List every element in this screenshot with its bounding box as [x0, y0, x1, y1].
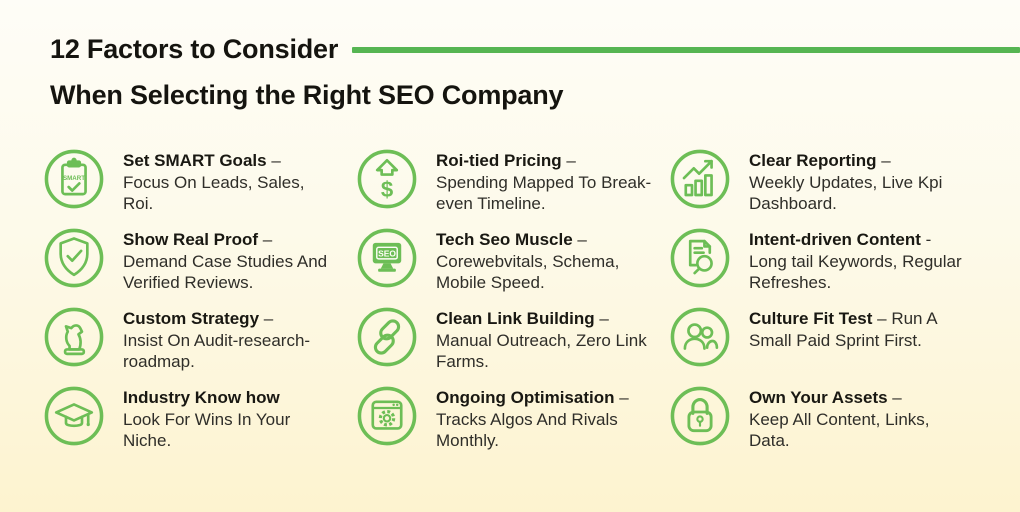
growth-chart-icon: [670, 149, 730, 209]
factor-item-own-assets: Own Your Assets – Keep All Content, Link…: [668, 384, 1020, 463]
browser-gear-icon: [357, 386, 417, 446]
seo-monitor-icon: SEO: [357, 228, 417, 288]
svg-text:SEO: SEO: [378, 249, 396, 259]
factor-text: Clean Link Building – Manual Outreach, Z…: [436, 309, 647, 371]
factor-text: Show Real Proof – Demand Case Studies An…: [123, 230, 328, 292]
factor-item-link-building: Clean Link Building – Manual Outreach, Z…: [355, 305, 668, 384]
page-subtitle: When Selecting the Right SEO Company: [50, 80, 564, 111]
svg-text:SMART: SMART: [63, 175, 85, 182]
chain-link-icon: [357, 307, 417, 367]
factor-text: Own Your Assets – Keep All Content, Link…: [749, 388, 930, 450]
smart-clipboard-icon: SMART: [44, 149, 104, 209]
header: 12 Factors to Consider When Selecting th…: [0, 0, 1020, 111]
factor-item-ongoing-optimisation: Ongoing Optimisation – Tracks Algos And …: [355, 384, 668, 463]
chess-knight-icon: [44, 307, 104, 367]
people-icon: [670, 307, 730, 367]
graduation-cap-icon: [44, 386, 104, 446]
factor-text: Set SMART Goals – Focus On Leads, Sales,…: [123, 151, 305, 213]
factor-item-clear-reporting: Clear Reporting – Weekly Updates, Live K…: [668, 147, 1020, 226]
factor-item-custom-strategy: Custom Strategy – Insist On Audit-resear…: [42, 305, 355, 384]
factor-item-real-proof: Show Real Proof – Demand Case Studies An…: [42, 226, 355, 305]
factor-item-culture-fit: Culture Fit Test – Run A Small Paid Spri…: [668, 305, 1020, 384]
factor-item-tech-seo: SEO Tech Seo Muscle – Corewebvitals, Sch…: [355, 226, 668, 305]
factor-text: Intent-driven Content - Long tail Keywor…: [749, 230, 962, 292]
factor-text: Ongoing Optimisation – Tracks Algos And …: [436, 388, 629, 450]
factor-item-smart-goals: SMART Set SMART Goals – Focus On Leads, …: [42, 147, 355, 226]
factor-item-roi-pricing: $ Roi-tied Pricing – Spending Mapped To …: [355, 147, 668, 226]
factor-text: Custom Strategy – Insist On Audit-resear…: [123, 309, 311, 371]
padlock-icon: [670, 386, 730, 446]
shield-check-icon: [44, 228, 104, 288]
factor-text: Tech Seo Muscle – Corewebvitals, Schema,…: [436, 230, 620, 292]
title-rule-line: [352, 46, 1020, 53]
factor-text: Clear Reporting – Weekly Updates, Live K…: [749, 151, 943, 213]
factor-item-intent-content: Intent-driven Content - Long tail Keywor…: [668, 226, 1020, 305]
roi-arrow-dollar-icon: $: [357, 149, 417, 209]
factors-grid: SMART Set SMART Goals – Focus On Leads, …: [42, 147, 1020, 463]
factor-text: Culture Fit Test – Run A Small Paid Spri…: [749, 309, 937, 350]
factor-text: Roi-tied Pricing – Spending Mapped To Br…: [436, 151, 652, 213]
page-title: 12 Factors to Consider: [50, 34, 339, 64]
svg-text:$: $: [381, 177, 394, 202]
document-search-icon: [670, 228, 730, 288]
